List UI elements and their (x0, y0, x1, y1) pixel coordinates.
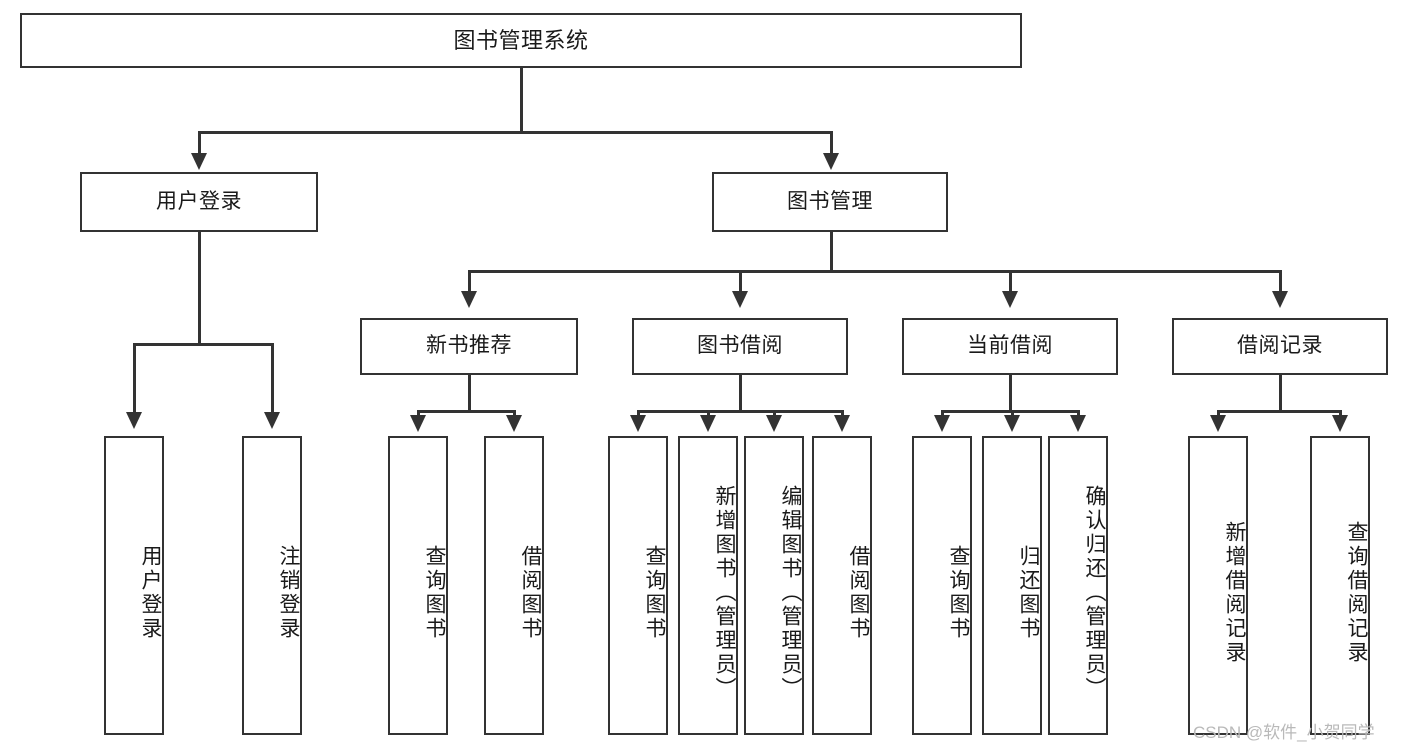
arrow-book-borrow-child-1 (630, 415, 646, 432)
node-label: 查询图书 (423, 544, 446, 641)
arrow-current-borrow-child-3 (1070, 415, 1086, 432)
node-root-system[interactable]: 图书管理系统 (20, 13, 1022, 68)
node-label: 新增图书（管理员） (713, 484, 736, 701)
leaf-return-book[interactable]: 归还图书 (982, 436, 1042, 735)
leaf-query-book-current[interactable]: 查询图书 (912, 436, 972, 735)
arrow-book-borrow-child-3 (766, 415, 782, 432)
node-borrow-record[interactable]: 借阅记录 (1172, 318, 1388, 375)
arrow-user-login-child-2 (264, 412, 280, 429)
arrow-to-new-book-rec (461, 291, 477, 308)
connector-root-stem (520, 68, 523, 132)
node-label: 查询图书 (643, 544, 666, 641)
arrow-book-borrow-child-2 (700, 415, 716, 432)
node-label: 借阅图书 (847, 544, 870, 641)
connector-to-user-login (198, 131, 201, 156)
arrow-borrow-record-child-1 (1210, 415, 1226, 432)
node-current-borrow[interactable]: 当前借阅 (902, 318, 1118, 375)
watermark-text: CSDN @软件_小贺同学 (1193, 723, 1375, 742)
arrow-user-login-child-1 (126, 412, 142, 429)
node-label: 图书管理 (787, 189, 873, 213)
connector-new-book-rec-stem (468, 375, 471, 412)
arrow-current-borrow-child-2 (1004, 415, 1020, 432)
connector-current-borrow-bus (941, 410, 1078, 413)
connector-to-new-book-rec (468, 270, 471, 294)
connector-new-book-rec-bus (417, 410, 515, 413)
node-label: 图书借阅 (697, 334, 783, 358)
leaf-query-borrow-record[interactable]: 查询借阅记录 (1310, 436, 1370, 735)
arrow-borrow-record-child-2 (1332, 415, 1348, 432)
arrow-new-book-rec-child-2 (506, 415, 522, 432)
node-user-login[interactable]: 用户登录 (80, 172, 318, 232)
leaf-borrow-book[interactable]: 借阅图书 (812, 436, 872, 735)
connector-user-login-bus (133, 343, 273, 346)
connector-book-manage-bus (468, 270, 1280, 273)
node-label: 注销登录 (277, 544, 300, 641)
leaf-confirm-return-admin[interactable]: 确认归还（管理员） (1048, 436, 1108, 735)
node-label: 借阅记录 (1237, 334, 1323, 358)
connector-borrow-record-bus (1217, 410, 1341, 413)
node-label: 借阅图书 (519, 544, 542, 641)
leaf-query-book-new[interactable]: 查询图书 (388, 436, 448, 735)
arrow-new-book-rec-child-1 (410, 415, 426, 432)
connector-to-book-borrow (739, 270, 742, 294)
connector-user-login-child-1 (133, 343, 136, 415)
node-label: 当前借阅 (967, 334, 1053, 358)
connector-user-login-child-2 (271, 343, 274, 415)
node-label: 归还图书 (1017, 544, 1040, 641)
node-label: 编辑图书（管理员） (779, 484, 802, 701)
node-label: 用户登录 (139, 544, 162, 641)
leaf-query-book-borrow[interactable]: 查询图书 (608, 436, 668, 735)
node-label: 新增借阅记录 (1223, 520, 1246, 665)
connector-book-manage-stem (830, 232, 833, 272)
leaf-user-login[interactable]: 用户登录 (104, 436, 164, 735)
node-book-manage[interactable]: 图书管理 (712, 172, 948, 232)
connector-root-bus (198, 131, 832, 134)
arrow-book-borrow-child-4 (834, 415, 850, 432)
arrow-to-user-login (191, 153, 207, 170)
node-label: 查询借阅记录 (1345, 520, 1368, 665)
connector-current-borrow-stem (1009, 375, 1012, 412)
arrow-current-borrow-child-1 (934, 415, 950, 432)
connector-user-login-stem (198, 232, 201, 344)
leaf-logout[interactable]: 注销登录 (242, 436, 302, 735)
arrow-to-book-manage (823, 153, 839, 170)
leaf-add-borrow-record[interactable]: 新增借阅记录 (1188, 436, 1248, 735)
leaf-borrow-book-new[interactable]: 借阅图书 (484, 436, 544, 735)
connector-book-borrow-stem (739, 375, 742, 412)
leaf-edit-book-admin[interactable]: 编辑图书（管理员） (744, 436, 804, 735)
node-label: 查询图书 (947, 544, 970, 641)
connector-to-book-manage (830, 131, 833, 156)
connector-to-current-borrow (1009, 270, 1012, 294)
connector-borrow-record-stem (1279, 375, 1282, 412)
node-label: 图书管理系统 (453, 27, 589, 53)
node-label: 用户登录 (156, 189, 242, 213)
leaf-add-book-admin[interactable]: 新增图书（管理员） (678, 436, 738, 735)
node-label: 确认归还（管理员） (1083, 484, 1106, 701)
connector-book-borrow-bus (637, 410, 843, 413)
node-book-borrow[interactable]: 图书借阅 (632, 318, 848, 375)
arrow-to-borrow-record (1272, 291, 1288, 308)
node-label: 新书推荐 (426, 334, 512, 358)
arrow-to-current-borrow (1002, 291, 1018, 308)
connector-to-borrow-record (1279, 270, 1282, 294)
node-new-book-recommend[interactable]: 新书推荐 (360, 318, 578, 375)
arrow-to-book-borrow (732, 291, 748, 308)
